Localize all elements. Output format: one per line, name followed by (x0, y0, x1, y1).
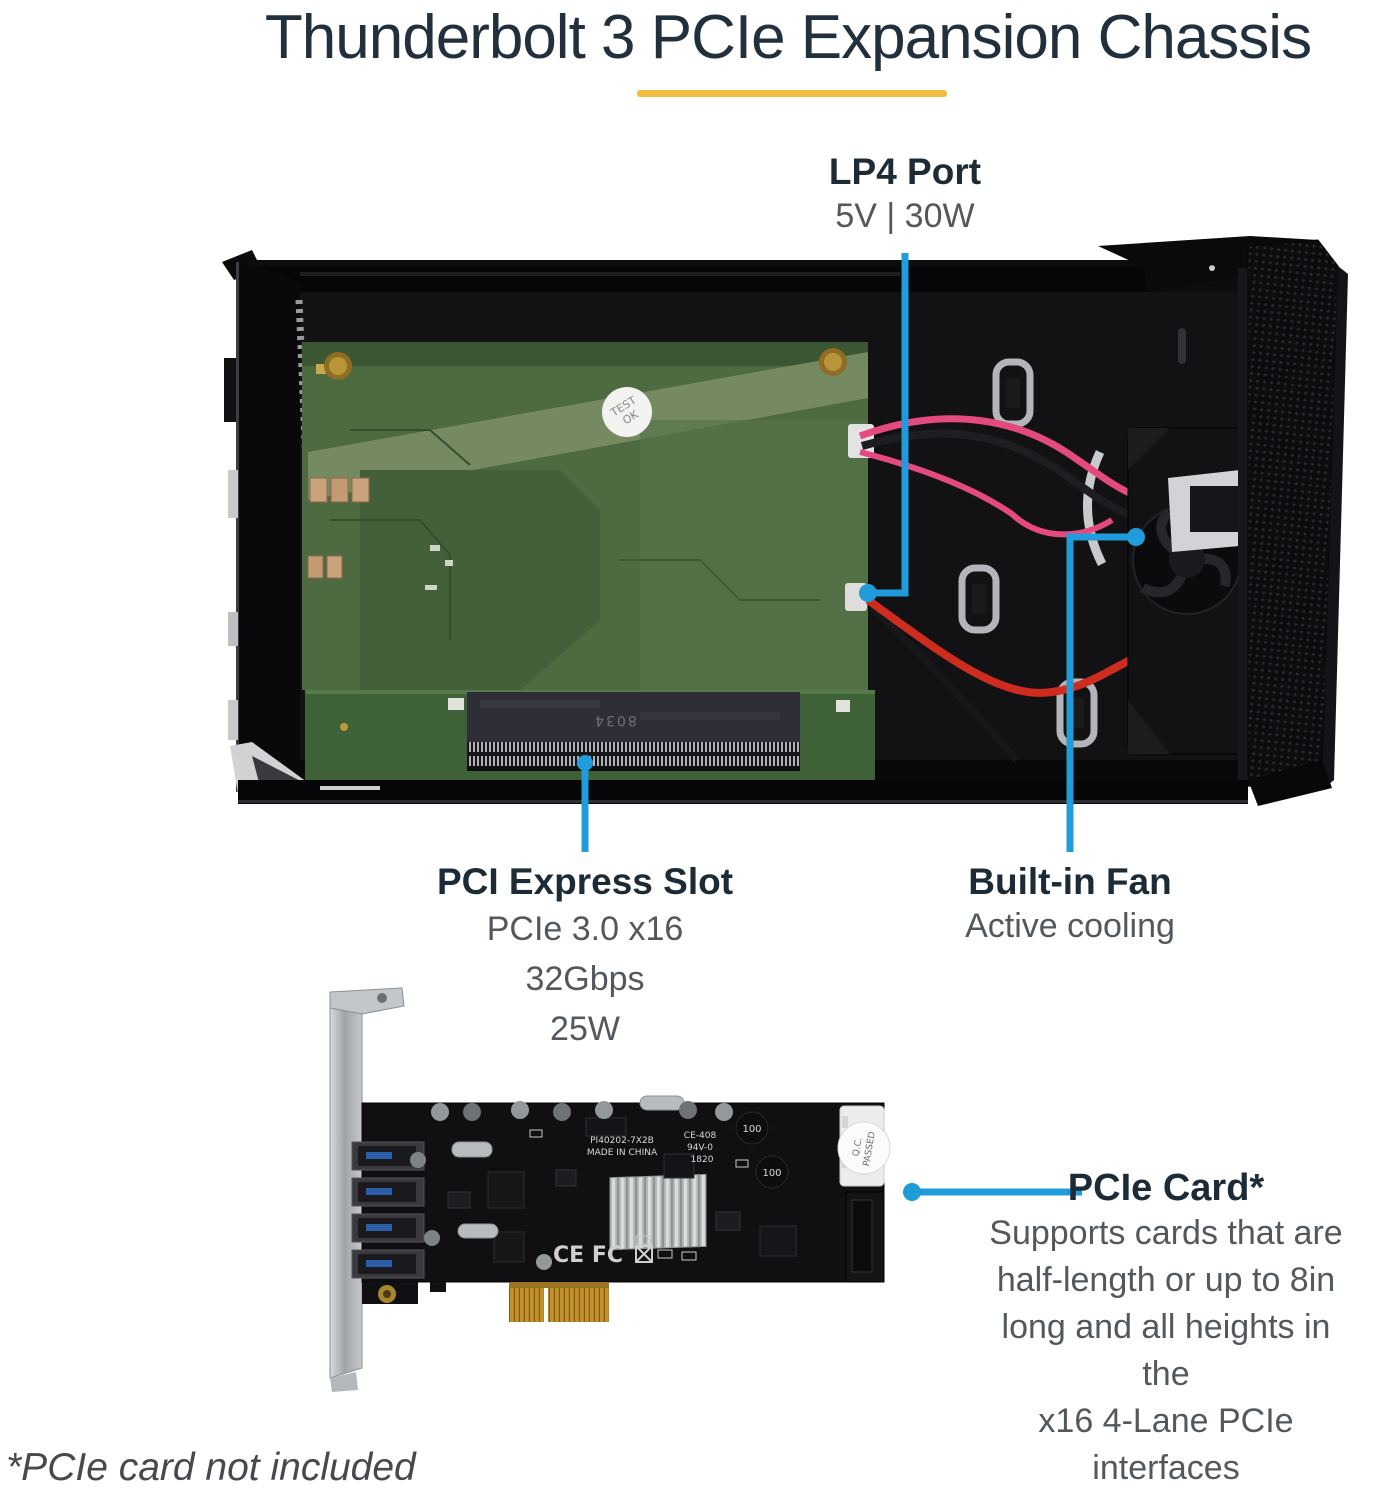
fan (1127, 427, 1262, 755)
lp4-callout-line (859, 253, 909, 602)
qc-sticker-line1: Q.C. (852, 1137, 865, 1158)
power-coils: 100 100 (735, 1111, 789, 1189)
callout-lines (577, 253, 1145, 1201)
card-callout-line (903, 1183, 1082, 1201)
coil-marking-2: 100 (762, 1168, 781, 1179)
coil-marking-1: 100 (742, 1124, 761, 1135)
card-sata-connector (845, 1191, 885, 1283)
page-title: Thunderbolt 3 PCIe Expansion Chassis (264, 3, 1312, 72)
fan-callout-line (1066, 528, 1145, 852)
slot-marking-text: 8034 (593, 712, 637, 728)
card-origin-text: MADE IN CHINA (587, 1148, 658, 1158)
pci-slot-spec-2: 32Gbps (525, 960, 645, 998)
footnote: *PCIe card not included (6, 1446, 416, 1489)
fan-subtitle: Active cooling (965, 907, 1175, 945)
pci-slot-spec-3: 25W (550, 1010, 620, 1048)
card-cert-marks-text: CE FC (553, 1243, 623, 1268)
pcie-card-desc-1: Supports cards that are (989, 1214, 1343, 1252)
lp4-port-title: LP4 Port (828, 151, 982, 192)
pcie-card-title: PCIe Card* (1067, 1167, 1265, 1209)
pcie-card-desc-2: half-length or up to 8in (996, 1261, 1336, 1299)
pcie-card-desc-3: long and all heights in the (1001, 1308, 1331, 1393)
callout-pci-express-slot: PCI Express Slot PCIe 3.0 x16 32Gbps 25W (385, 860, 785, 1054)
chassis-photo: TEST OK 8034 (222, 236, 1348, 806)
heatsink (609, 1173, 707, 1251)
card-flammability-text: 94V-0 (687, 1143, 713, 1153)
pci-slot-title: PCI Express Slot (436, 861, 734, 902)
qc-passed-sticker: Q.C. PASSED (837, 1121, 891, 1175)
card-model-text: PI40202-7X2B (590, 1136, 654, 1146)
title-divider (637, 90, 947, 97)
pci-slot-spec-1: PCIe 3.0 x16 (486, 910, 684, 948)
lp4-port-subtitle: 5V | 30W (835, 197, 975, 235)
pcie-slot: 8034 (467, 692, 800, 771)
pcie-card-desc-4: x16 4-Lane PCIe interfaces (1038, 1402, 1294, 1487)
card-cert-code-text: CE-408 (684, 1131, 717, 1141)
pcie-edge-connector (509, 1282, 609, 1322)
callout-pcie-card: PCIe Card* Supports cards that are half-… (980, 1166, 1352, 1492)
callout-built-in-fan: Built-in Fan Active cooling (870, 860, 1270, 948)
callout-lp4-port: LP4 Port 5V | 30W (730, 150, 1080, 238)
fan-title: Built-in Fan (968, 861, 1172, 902)
test-ok-sticker: TEST OK (602, 387, 652, 437)
card-date-code-text: 1820 (691, 1155, 714, 1165)
pci-slot-callout-line (577, 755, 593, 852)
usb-ports (351, 1141, 425, 1279)
perforated-panel (1098, 236, 1348, 791)
pcie-card-photo: 100 100 PI40202-7X2B MADE IN CHINA CE-40… (329, 987, 891, 1392)
x-mark (635, 1245, 653, 1263)
